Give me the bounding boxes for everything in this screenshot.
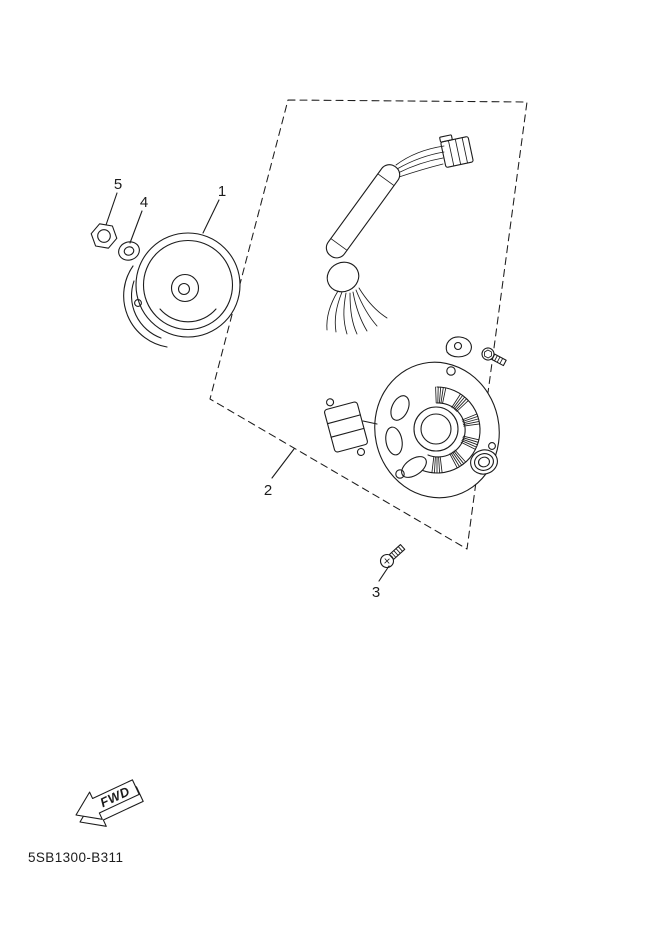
rotor-rim-hole [134, 299, 142, 307]
nut [90, 223, 118, 249]
harness-wires [395, 145, 445, 178]
rotor-back-inner [130, 280, 162, 339]
fwd-arrow: FWD [75, 779, 144, 827]
assembly-boundary-dashed [209, 99, 528, 550]
leader-4 [129, 210, 143, 244]
stator-coils-hatch [431, 386, 481, 474]
washer [118, 241, 140, 261]
leader-3 [378, 565, 390, 582]
stator-hub-outer [413, 406, 459, 452]
leader-1 [202, 199, 220, 234]
pickup-link-line [362, 420, 378, 425]
wire-sheath [325, 164, 401, 259]
wire-clamp [445, 336, 472, 358]
callout-label-5: 5 [114, 176, 122, 193]
stator-window-1 [401, 456, 427, 478]
coil-outer-arc [421, 386, 481, 474]
coil-inner-arc [427, 402, 466, 458]
callout-label-4: 4 [140, 194, 148, 211]
flywheel-rotor [123, 232, 241, 348]
clamp-bolt [481, 347, 507, 367]
stator-hole-top [446, 366, 456, 376]
rotor-inner-ring [142, 239, 234, 331]
leader-2 [271, 448, 295, 479]
wire-harness [325, 134, 474, 335]
rotor-back-rim [123, 265, 168, 348]
frayed-wires [326, 287, 388, 335]
callout-leaders [105, 192, 390, 582]
drawing-number: 5SB1300-B311 [28, 850, 123, 865]
fwd-arrow-outline [75, 779, 140, 820]
callout-label-1: 1 [218, 183, 226, 200]
stator-assembly [374, 361, 500, 499]
pickup-coil [324, 398, 368, 457]
stator-window-3 [390, 395, 410, 421]
wire-boot [326, 261, 360, 293]
stator-hole-right [488, 442, 496, 450]
callout-label-2: 2 [264, 482, 272, 499]
rotor-center-hole [177, 282, 191, 296]
mount-screw [379, 544, 406, 569]
stator-hole-bottom [395, 469, 405, 479]
leader-5 [105, 192, 118, 226]
stator-hub-inner [420, 413, 452, 445]
rotor-hub [170, 273, 200, 303]
callout-label-3: 3 [372, 584, 380, 601]
stator-window-2 [385, 426, 403, 456]
grommet [470, 449, 498, 475]
connector [439, 134, 474, 168]
rotor-dish-arc [159, 308, 217, 323]
